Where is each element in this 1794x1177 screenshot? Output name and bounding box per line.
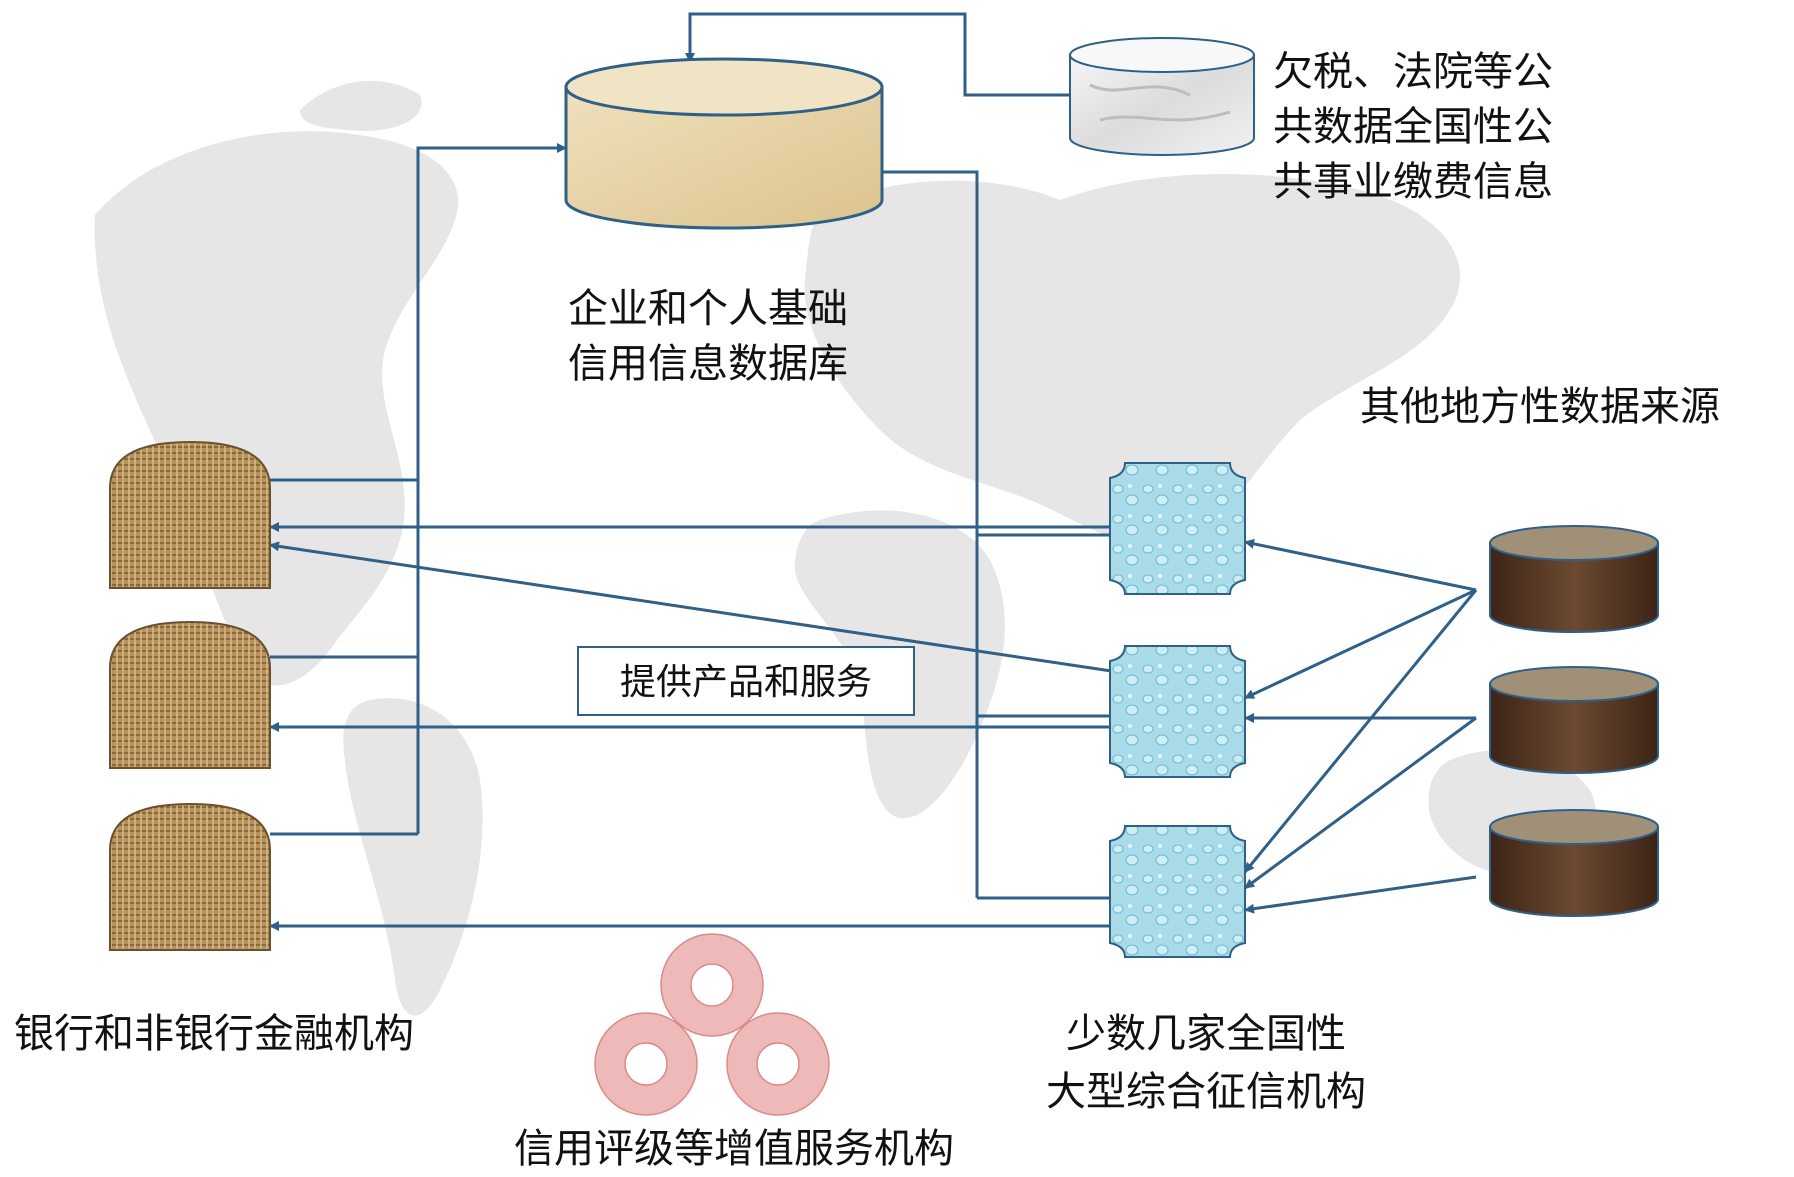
financial-institutions-label: 银行和非银行金融机构 [14, 1011, 414, 1057]
ring-icon [595, 1013, 697, 1115]
credit-bureau-3 [1109, 825, 1246, 958]
public-data-label-line-2: 共数据全国性公 [1273, 104, 1553, 150]
bank-institution-3 [109, 802, 271, 951]
service-box-label: 提供产品和服务 [620, 662, 872, 703]
line-base-to-bureaus [850, 170, 979, 898]
arrow-local1-to-bureau1 [1244, 538, 1477, 592]
base-credit-database [564, 57, 884, 230]
public-data-label-line-3: 共事业缴费信息 [1273, 159, 1553, 205]
labels: 欠税、法院等公 共数据全国性公 共事业缴费信息 企业和个人基础 信用信息数据库 … [14, 49, 1720, 1172]
bank-institution-1 [109, 440, 271, 589]
local-sources-label: 其他地方性数据来源 [1360, 384, 1720, 430]
public-data-database [1069, 37, 1255, 156]
service-label-box [577, 646, 915, 716]
arrow-public-to-base [685, 12, 1070, 97]
credit-bureau-1 [1109, 462, 1246, 595]
local-source-3 [1489, 809, 1659, 917]
base-db-label-line-1: 企业和个人基础 [568, 286, 848, 332]
world-map-background [94, 80, 1597, 1016]
arrow-local2-to-bureau3 [1244, 716, 1477, 890]
rating-agencies-label: 信用评级等增值服务机构 [514, 1126, 954, 1172]
arrow-bureau2-to-bank1 [269, 541, 1119, 674]
local-source-2 [1489, 666, 1659, 774]
local-source-1 [1489, 525, 1659, 633]
arrow-local1-to-bureau2 [1244, 588, 1477, 700]
arrow-local3-to-bureau3 [1244, 875, 1477, 914]
ring-icon [661, 934, 763, 1036]
arrow-trunk-to-base [416, 143, 567, 834]
ring-icon [727, 1013, 829, 1115]
credit-bureaus-label-line-1: 少数几家全国性 [1066, 1011, 1346, 1057]
credit-bureau-2 [1109, 645, 1246, 778]
base-db-label-line-2: 信用信息数据库 [568, 341, 848, 387]
connectors [269, 12, 1478, 931]
public-data-label-line-1: 欠税、法院等公 [1273, 49, 1553, 95]
credit-bureaus-label-line-2: 大型综合征信机构 [1046, 1069, 1366, 1115]
rating-agency-rings [594, 933, 830, 1116]
arrow-local1-to-bureau3 [1243, 589, 1478, 873]
bank-institution-2 [109, 620, 271, 769]
